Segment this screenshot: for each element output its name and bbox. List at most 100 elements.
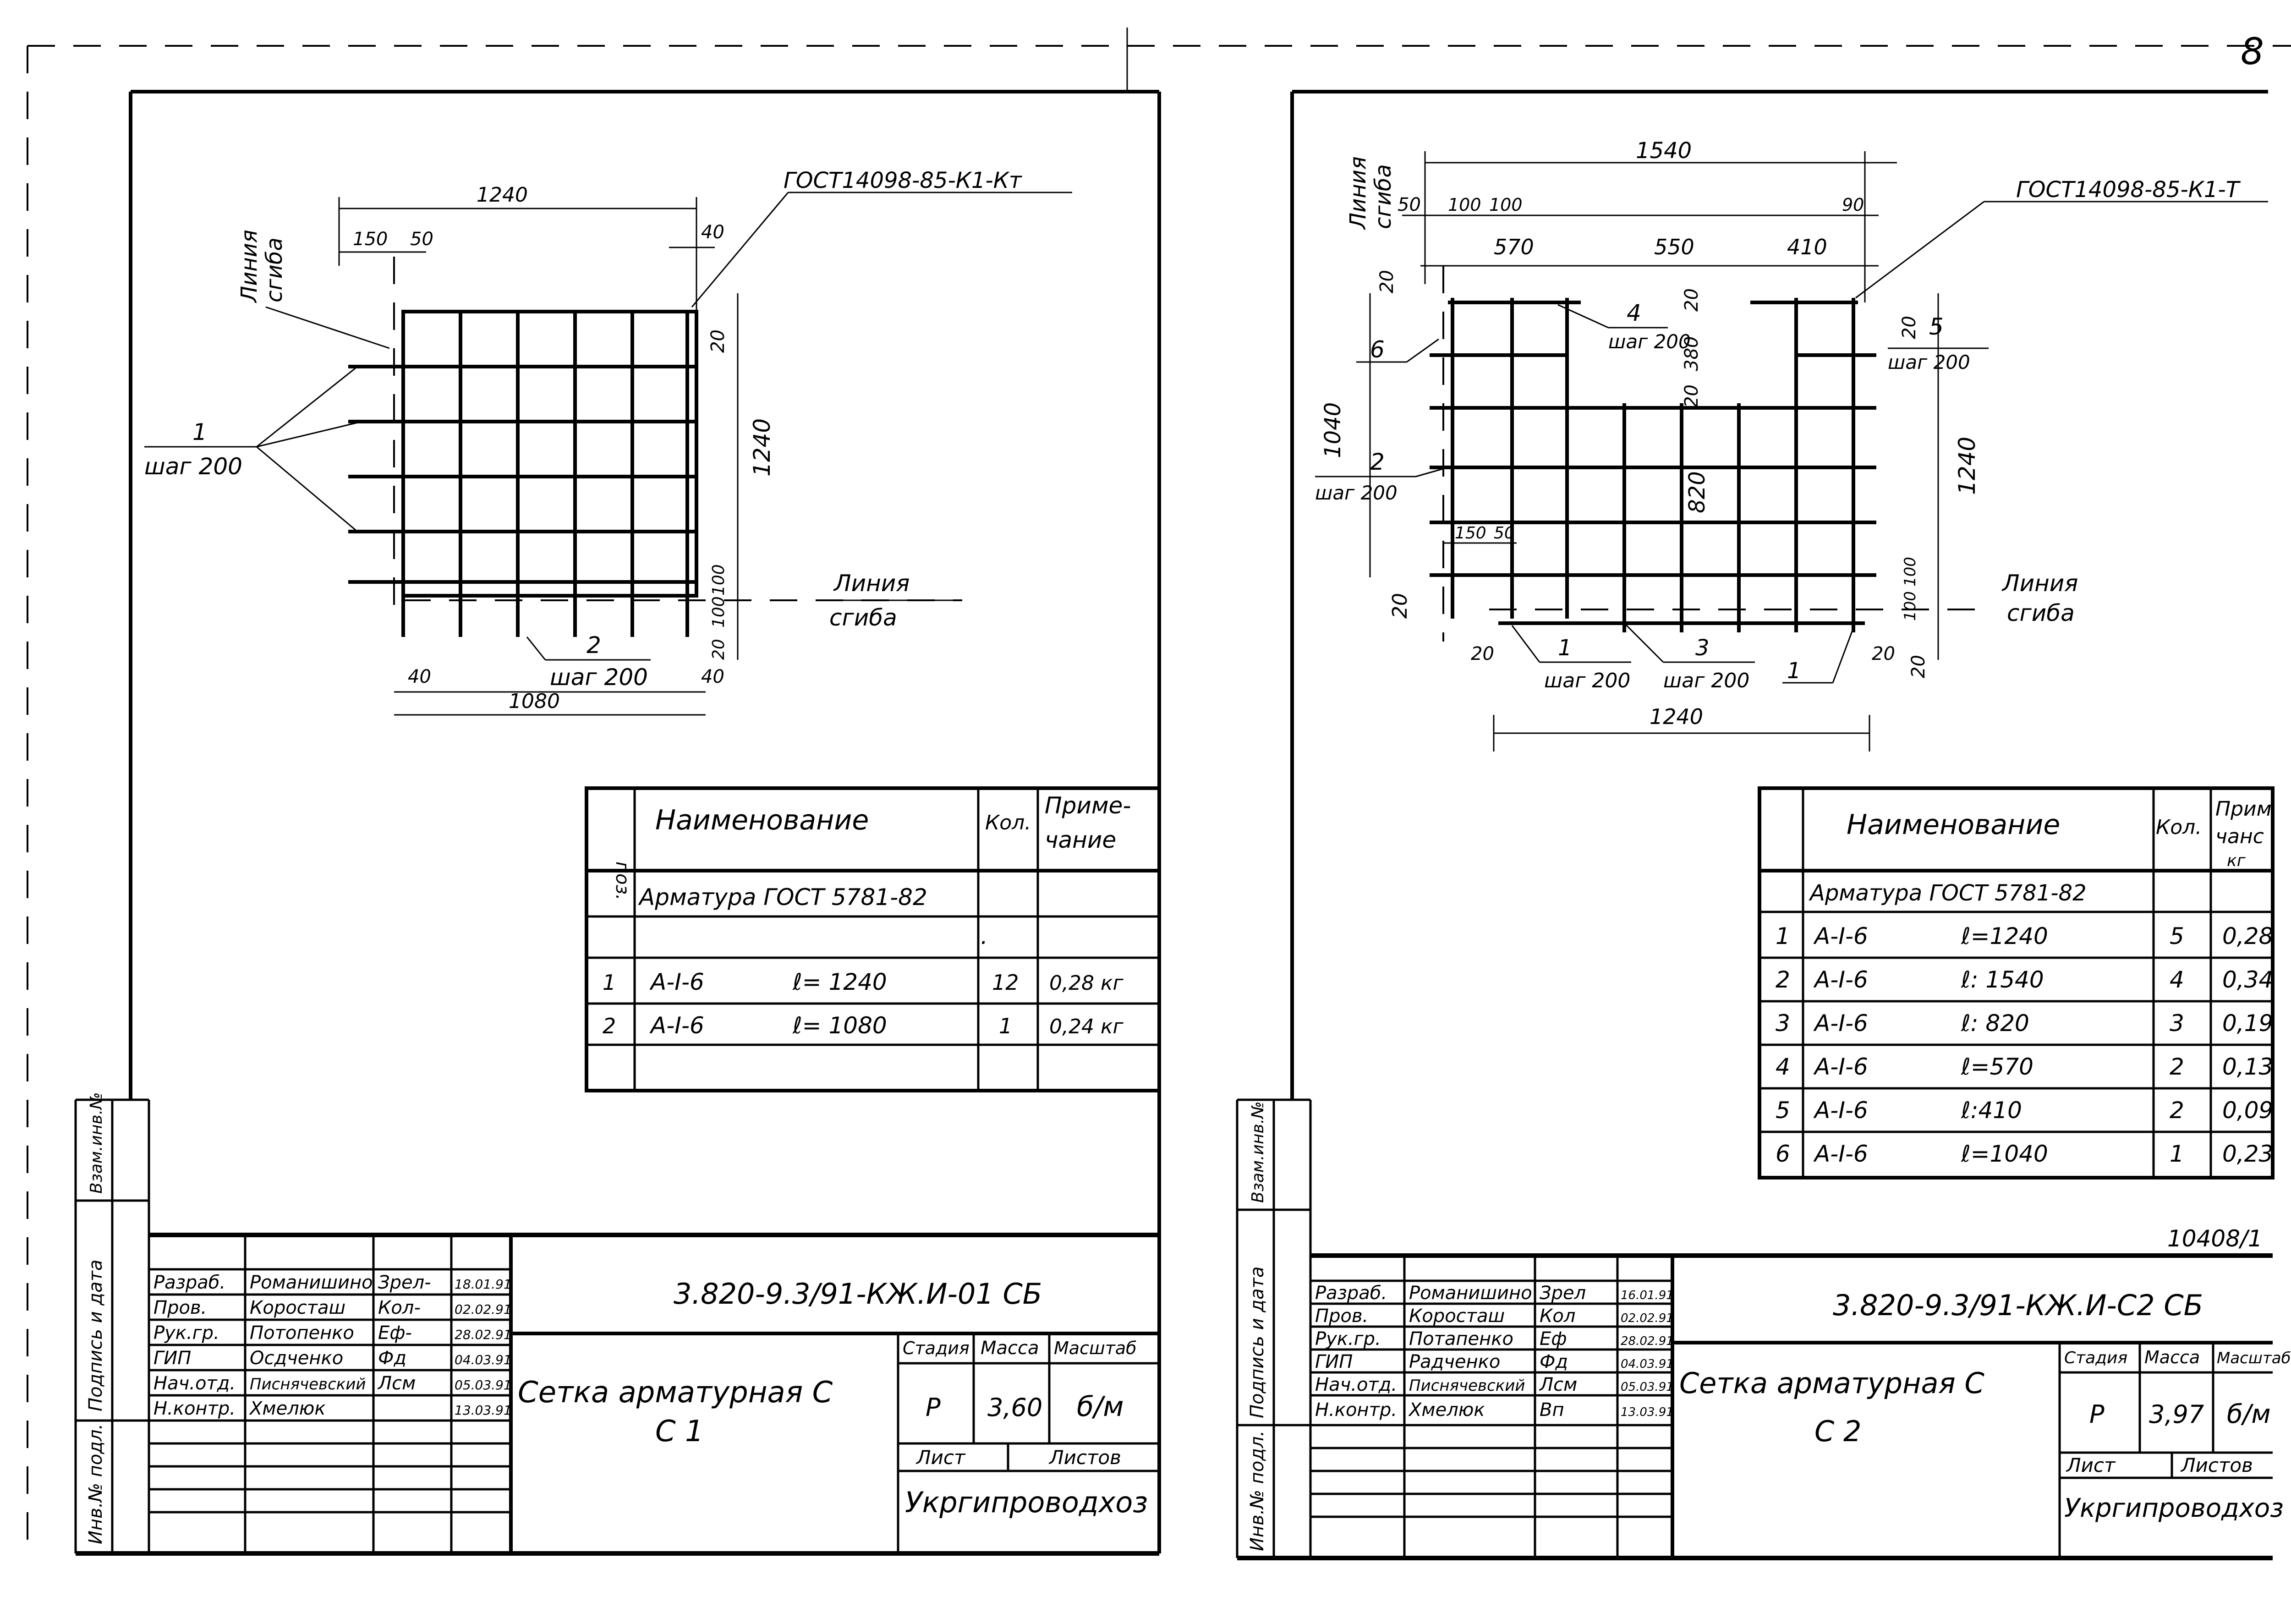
spec-row-pos: 4 [1776, 1053, 1790, 1080]
staff-date: 05.03.91 [1621, 1380, 1674, 1394]
doc-code-c2: 3.820-9.3/91-КЖ.И-С2 СБ [1833, 1289, 2203, 1322]
staff-role: Разраб. [153, 1272, 225, 1293]
spec-header-note-2: чание [1045, 827, 1116, 853]
bend-line-label-top: Линия [236, 230, 262, 303]
right-sheet: Инв.№ подл. Подпись и дата Взам.инв.№ [1236, 90, 2291, 1560]
spec-row-len: ℓ: 820 [1961, 1010, 2029, 1037]
margin-label-sign: Подпись и дата [85, 1260, 106, 1411]
spec-row1-pos: 1 [603, 970, 616, 995]
spec-row2-qty: 1 [999, 1014, 1012, 1038]
dim-150: 150 [353, 229, 388, 250]
dim-100c: 100 [1901, 557, 1919, 587]
sheets-label-c2: Листов [2180, 1454, 2253, 1476]
pos-1-step: шаг 200 [144, 453, 242, 480]
margin-label-inv-r: Инв.№ подл. [1247, 1431, 1268, 1551]
pos-2-label: 2 [586, 632, 601, 658]
spec-row-note: 0,19 [2222, 1010, 2273, 1037]
spec-row2-name: А-I-6 [649, 1012, 704, 1039]
staff-role: Рук.гр. [1315, 1328, 1381, 1350]
scale-value-c1: б/м [1077, 1391, 1124, 1423]
margin-label-vzam: Взам.инв.№ [87, 1092, 106, 1194]
spec-header-note-r3: кг [2227, 851, 2246, 870]
staff-date: 05.03.91 [455, 1377, 512, 1393]
sheet-label-c2: Лист [2066, 1454, 2116, 1476]
bend-line-label-bottom-r1: Линия [2001, 570, 2078, 597]
title-c2-line2: С 2 [1814, 1415, 1861, 1448]
staff-name: Хмелюк [249, 1398, 326, 1419]
spec-section-r: Арматура ГОСТ 5781-82 [1809, 880, 2087, 906]
staff-name: Осдченко [250, 1348, 343, 1369]
pos-1-label: 1 [192, 419, 207, 445]
pos-3-label: 3 [1695, 635, 1710, 661]
dim-20-br: 20 [1872, 643, 1895, 664]
pos-4-label: 4 [1627, 300, 1641, 326]
pos-2-step: шаг 200 [550, 664, 648, 691]
staff-role: Рук.гр. [153, 1322, 219, 1344]
staff-signature: Лсм [1539, 1374, 1577, 1395]
spec-row-qty: 2 [2170, 1053, 2184, 1080]
pos-5-label: 5 [1929, 313, 1944, 340]
margin-label-vzam-r: Взам.инв.№ [1249, 1101, 1267, 1203]
spec-header-qty: Кол. [985, 811, 1031, 834]
pos-1b-label: 1 [1787, 658, 1801, 684]
spec-row1-qty: 12 [992, 970, 1019, 995]
spec-row-note: 0,23 [2222, 1141, 2273, 1167]
title-c1-line2: С 1 [655, 1415, 704, 1448]
pos-6-label: 6 [1370, 336, 1385, 363]
stage-value-c1: Р [926, 1393, 941, 1422]
spec-row-name: А-I-6 [1813, 1141, 1868, 1167]
staff-signature: Лсм [377, 1373, 416, 1394]
pos-3-step: шаг 200 [1663, 669, 1749, 692]
dim-50-r: 50 [1398, 194, 1421, 215]
dim-550: 550 [1654, 235, 1694, 259]
spec-header-note-r1: Прим [2215, 797, 2272, 821]
dim-380: 380 [1681, 336, 1702, 371]
dim-20-inner: 20 [1681, 384, 1702, 408]
dim-150-r: 150 [1455, 524, 1486, 543]
page-number: 8 [2241, 30, 2264, 73]
pos-2-label-r: 2 [1370, 449, 1385, 475]
dim-1240-bottom-r: 1240 [1650, 704, 1703, 729]
staff-name: Писнячевский [1409, 1377, 1525, 1395]
staff-name: Романишино [250, 1272, 373, 1293]
pos-4-step: шаг 200 [1608, 330, 1691, 353]
staff-date: 04.03.91 [455, 1352, 512, 1367]
dim-40-left: 40 [408, 666, 431, 687]
spec-dot: . [981, 923, 988, 949]
spec-row-len: ℓ=1040 [1961, 1141, 2048, 1167]
staff-name: Хмелюк [1408, 1399, 1485, 1421]
bend-line-label-bottom-r2: сгиба [2007, 600, 2075, 626]
spec-header-pos: поз. [612, 861, 633, 900]
spec-row2-len: ℓ= 1080 [792, 1012, 887, 1039]
spec-row2-pos: 2 [603, 1014, 616, 1038]
staff-signature: Кол [1540, 1306, 1575, 1327]
staff-date: 13.03.91 [1621, 1405, 1674, 1419]
dim-100b: 100 [1489, 195, 1523, 215]
spec-row-qty: 2 [2170, 1097, 2184, 1124]
spec-row-name: А-I-6 [1813, 1097, 1868, 1124]
staff-name: Потапенко [1409, 1328, 1513, 1350]
gost-label-right: ГОСТ14098-85-К1-Т [2016, 177, 2241, 203]
dim-20-bl: 20 [1471, 643, 1494, 664]
stage-label-c2: Стадия [2064, 1349, 2127, 1367]
staff-signature: Еф- [378, 1322, 412, 1344]
staff-signature: Зрел- [378, 1272, 431, 1293]
sheet-label-c1: Лист [915, 1446, 966, 1469]
staff-role: Н.контр. [1315, 1399, 1397, 1421]
mesh-grid-c2 [1430, 266, 1993, 642]
staff-c1: Разраб. Романишино Зрел- 18.01.91 Пров. … [153, 1272, 512, 1419]
dim-50b: 50 [1494, 524, 1515, 543]
staff-name: Коросташ [250, 1297, 345, 1318]
spec-rows-c2: 1 А-I-6 ℓ=1240 5 0,28 2 А-I-6 ℓ: 1540 4 … [1776, 923, 2273, 1167]
bend-line-label-bottom-2: сгиба [829, 604, 897, 631]
staff-name: Радченко [1409, 1351, 1500, 1372]
spec-section: Арматура ГОСТ 5781-82 [638, 884, 927, 911]
dim-40-top: 40 [701, 222, 724, 243]
staff-date: 04.03.91 [1621, 1357, 1674, 1371]
title-c1-line1: Сетка арматурная С [518, 1376, 833, 1410]
spec-row2-note: 0,24 кг [1049, 1015, 1124, 1038]
spec-header-note-r2: чанс [2215, 825, 2264, 848]
spec-row1-note: 0,28 кг [1049, 971, 1124, 995]
pos-2-step-r: шаг 200 [1315, 482, 1398, 504]
